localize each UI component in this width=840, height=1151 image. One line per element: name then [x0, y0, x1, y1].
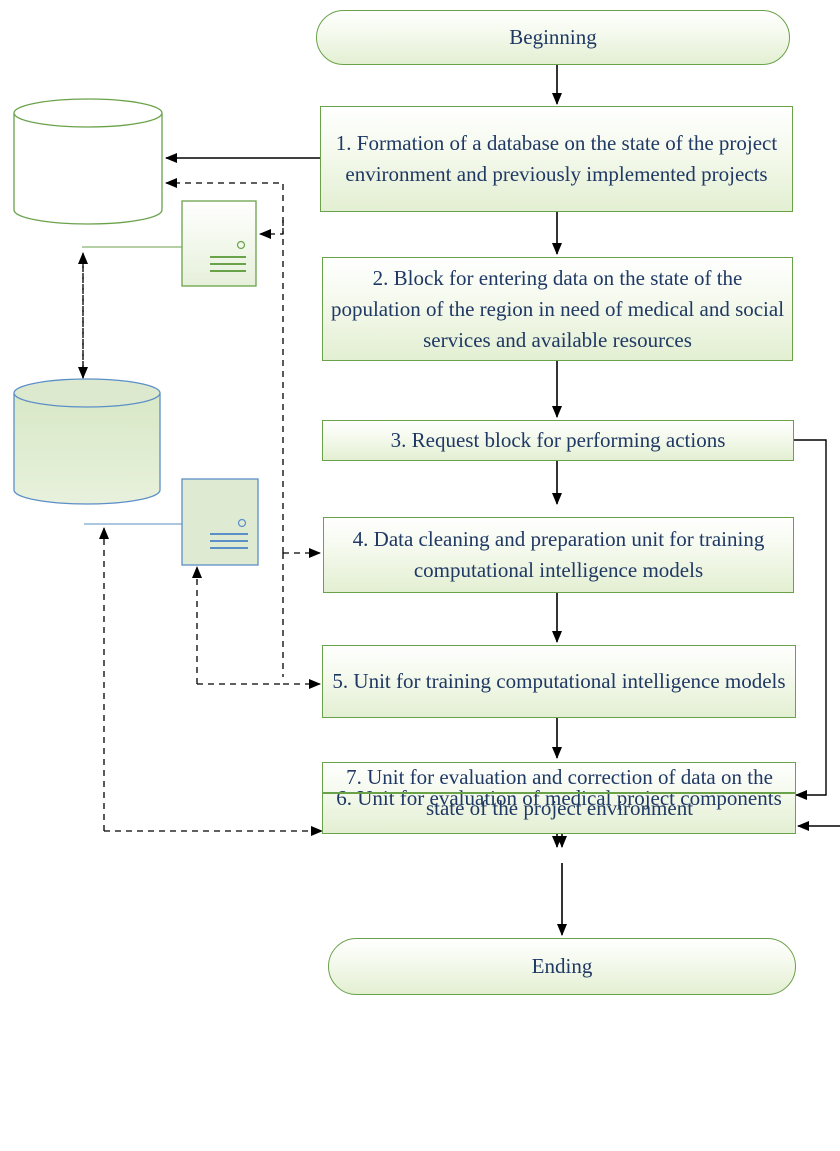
step-1-box: 1. Formation of a database on the state …: [320, 106, 793, 212]
step-3-label: 3. Request block for performing actions: [390, 428, 726, 452]
end-terminal: Ending: [328, 938, 796, 995]
step-5-label: 5. Unit for training computational intel…: [332, 669, 786, 693]
dashed-connectors: [78, 178, 323, 836]
end-label: Ending: [531, 954, 593, 978]
step-2-label: 2. Block for entering data on the state …: [330, 265, 785, 352]
server-1-icon: [82, 200, 257, 287]
step-1-label: 1. Formation of a database on the state …: [335, 131, 778, 186]
database-bd-icon: [13, 98, 163, 225]
step-4-label: 4. Data cleaning and preparation unit fo…: [352, 527, 765, 582]
step-4-box: 4. Data cleaning and preparation unit fo…: [323, 517, 794, 593]
step-6-label: 6. Unit for evaluation of medical projec…: [336, 785, 782, 810]
step-6-box: 6. Unit for evaluation of medical projec…: [322, 762, 796, 834]
feedback-loop: [794, 439, 840, 831]
start-label: Beginning: [509, 25, 597, 49]
step-3-box: 3. Request block for performing actions: [322, 420, 794, 461]
step-7-box: 7. Unit for evaluation and correction of…: [323, 765, 796, 820]
start-terminal: Beginning: [316, 10, 790, 65]
database-bk-icon: [13, 378, 161, 505]
step-2-box: 2. Block for entering data on the state …: [322, 257, 793, 361]
step-5-box: 5. Unit for training computational intel…: [322, 645, 796, 718]
server-2-icon: [84, 478, 259, 566]
step-7-label: 7. Unit for evaluation and correction of…: [346, 765, 773, 820]
